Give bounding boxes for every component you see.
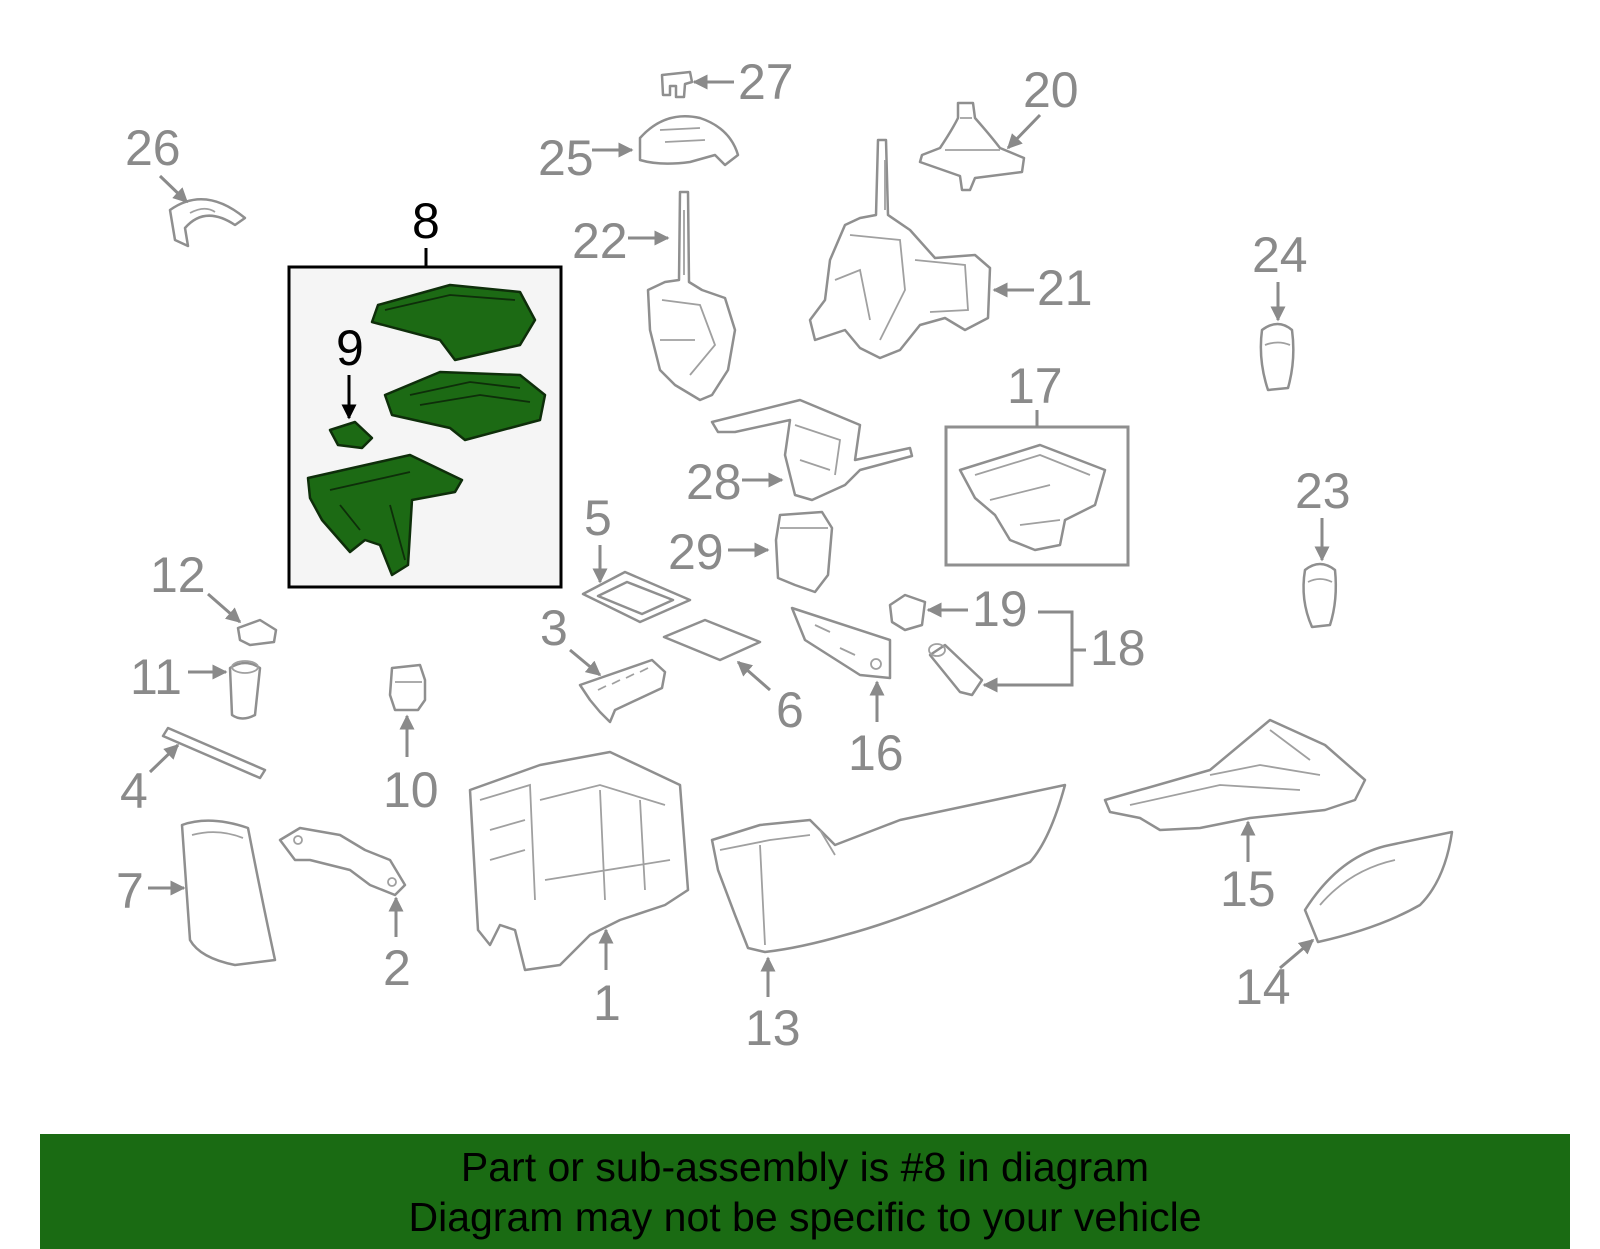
part-3[interactable] xyxy=(578,658,667,724)
leader-14 xyxy=(1279,938,1315,970)
leader-3 xyxy=(569,648,602,677)
callout-10: 10 xyxy=(383,762,439,818)
part-16[interactable] xyxy=(790,606,892,680)
callout-6: 6 xyxy=(776,682,804,738)
info-banner: Part or sub-assembly is #8 in diagram Di… xyxy=(40,1134,1570,1249)
callout-23: 23 xyxy=(1295,463,1351,519)
callout-22: 22 xyxy=(572,213,628,269)
callout-4: 4 xyxy=(120,763,148,819)
callout-8: 8 xyxy=(412,193,440,249)
part-8-tray[interactable] xyxy=(383,370,547,442)
callout-27: 27 xyxy=(738,54,794,110)
part-26[interactable] xyxy=(168,198,247,248)
leader-6 xyxy=(736,660,771,692)
callout-11: 11 xyxy=(130,649,182,705)
part-25[interactable] xyxy=(638,114,740,167)
part-8-base[interactable] xyxy=(306,453,464,577)
parts-diagram: 26 27 25 20 21 22 24 23 xyxy=(116,54,1454,1056)
callout-16: 16 xyxy=(848,725,904,781)
part-5[interactable] xyxy=(581,570,692,624)
part-14[interactable] xyxy=(1303,830,1454,944)
callout-5: 5 xyxy=(584,490,612,546)
part-15[interactable] xyxy=(1103,718,1367,832)
part-6[interactable] xyxy=(662,618,762,662)
callout-26: 26 xyxy=(125,120,181,176)
callout-7: 7 xyxy=(116,863,144,919)
part-13[interactable] xyxy=(710,783,1067,954)
callout-29: 29 xyxy=(668,524,724,580)
part-20[interactable] xyxy=(918,101,1026,192)
part-7[interactable] xyxy=(180,819,277,967)
part-21[interactable] xyxy=(808,138,992,360)
callout-2: 2 xyxy=(383,940,411,996)
leader-26 xyxy=(158,174,189,204)
part-22[interactable] xyxy=(646,190,737,402)
part-24[interactable] xyxy=(1259,322,1295,392)
callout-15: 15 xyxy=(1220,861,1276,917)
callout-20: 20 xyxy=(1023,62,1079,118)
callout-19: 19 xyxy=(972,581,1028,637)
callout-3: 3 xyxy=(540,600,568,656)
part-10[interactable] xyxy=(388,663,427,712)
banner-line-1: Part or sub-assembly is #8 in diagram xyxy=(460,1143,1150,1190)
part-27[interactable] xyxy=(660,70,694,99)
callout-21: 21 xyxy=(1037,260,1093,316)
part-2[interactable] xyxy=(278,826,407,897)
part-1[interactable] xyxy=(468,750,690,972)
callout-9: 9 xyxy=(336,320,364,376)
callout-17: 17 xyxy=(1007,358,1063,414)
part-28[interactable] xyxy=(710,398,914,502)
banner-line-2: Diagram may not be specific to your vehi… xyxy=(408,1193,1202,1240)
callout-1: 1 xyxy=(593,975,621,1031)
part-4[interactable] xyxy=(161,726,267,780)
leader-20 xyxy=(1006,113,1042,150)
part-19[interactable] xyxy=(888,593,927,632)
callout-28: 28 xyxy=(686,454,742,510)
callout-18: 18 xyxy=(1090,620,1146,676)
callout-24: 24 xyxy=(1252,227,1308,283)
leader-12 xyxy=(207,592,242,624)
part-8-lid[interactable] xyxy=(370,283,537,362)
callout-13: 13 xyxy=(745,1000,801,1056)
part-12[interactable] xyxy=(236,618,278,647)
part-18[interactable] xyxy=(928,643,984,697)
part-11[interactable] xyxy=(228,660,262,720)
part-23[interactable] xyxy=(1302,562,1338,629)
callout-12: 12 xyxy=(150,547,206,603)
part-29[interactable] xyxy=(774,510,834,594)
callout-25: 25 xyxy=(538,130,594,186)
leader-4 xyxy=(148,743,180,774)
part-17[interactable] xyxy=(958,443,1107,552)
part-9[interactable] xyxy=(328,420,374,450)
